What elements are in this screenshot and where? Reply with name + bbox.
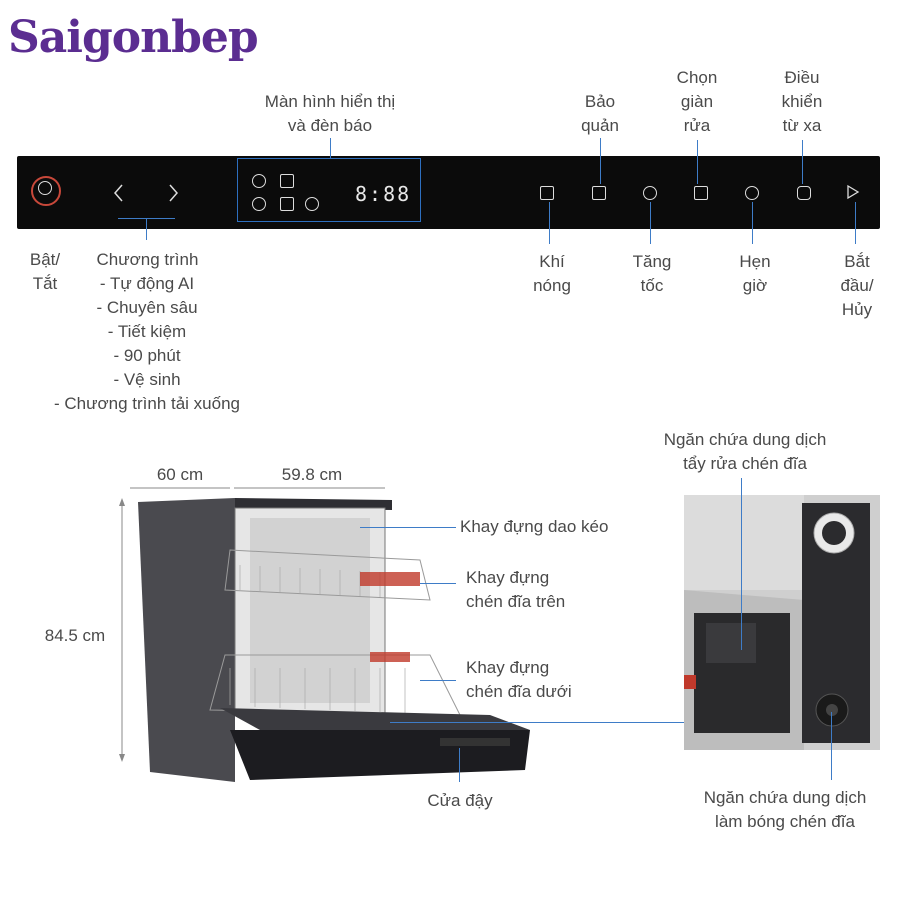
connector-lower-rack (420, 680, 456, 681)
power-icon (38, 181, 52, 195)
dishwasher-illustration (138, 498, 530, 782)
connector-upper-rack (420, 583, 456, 584)
connector-programs (146, 218, 147, 240)
rack-select-button[interactable] (694, 186, 708, 200)
connector-rinse-aid (831, 712, 832, 780)
connector-door (459, 748, 460, 782)
connector-remote (802, 140, 803, 184)
intensive-icon (280, 174, 294, 188)
programs-title: Chương trình (96, 250, 199, 269)
connector-rack (697, 140, 698, 184)
remote-button[interactable] (797, 186, 811, 200)
dimension-lines (119, 487, 385, 762)
dimension-depth: 60 cm (156, 465, 204, 484)
hot-air-button[interactable] (540, 186, 554, 200)
label-cutlery-tray: Khay đựng dao kéo (460, 517, 609, 536)
connector-detergent (741, 478, 742, 650)
power-button[interactable] (31, 176, 61, 206)
control-panel (17, 156, 880, 229)
display-area (237, 158, 421, 222)
connector-programs-bar (118, 218, 175, 219)
connector-start (855, 202, 856, 244)
connector-detergent-door (390, 722, 685, 723)
display-readout: 8:88 (355, 182, 412, 206)
label-programs: Chương trình - Tự động AI - Chuyên sâu -… (30, 248, 264, 416)
connector-storage (600, 138, 601, 184)
connector-display (330, 138, 331, 158)
connector-cutlery (360, 527, 456, 528)
label-power: Bật/Tắt (29, 250, 61, 293)
speed-button[interactable] (643, 186, 657, 200)
connector-hot-air (549, 202, 550, 244)
connector-speed (650, 202, 651, 244)
timer-button[interactable] (745, 186, 759, 200)
eco-icon (252, 197, 266, 211)
connector-timer (752, 202, 753, 244)
download-icon (305, 197, 319, 211)
dimension-height: 84.5 cm (44, 626, 106, 645)
start-icon[interactable] (845, 184, 861, 200)
auto-ai-icon (252, 174, 266, 188)
program-arrows-icon (114, 184, 178, 202)
hygiene-icon (280, 197, 294, 211)
brand-logo: Saigonbep (8, 12, 259, 63)
dimension-width: 59.8 cm (281, 465, 343, 484)
label-door: Cửa đậy (427, 791, 493, 810)
storage-button[interactable] (592, 186, 606, 200)
detergent-compartment-photo (684, 495, 880, 750)
